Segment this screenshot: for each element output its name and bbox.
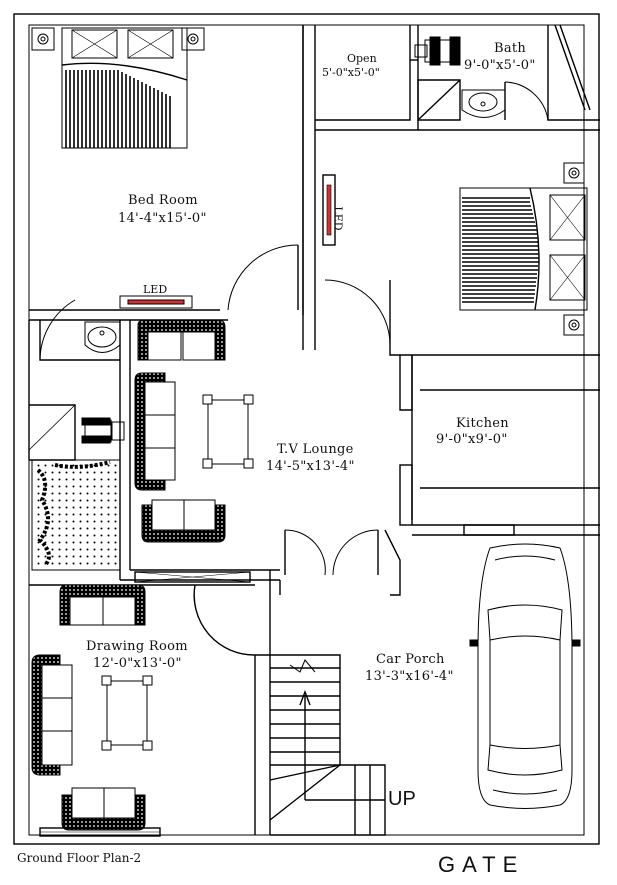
drawing-room-name: Drawing Room	[86, 639, 188, 654]
sofa-top-lounge	[137, 319, 226, 361]
gate-label: GATE	[438, 852, 525, 877]
tv-lounge-name: T.V Lounge	[277, 442, 354, 457]
staircase	[269, 654, 386, 836]
sofa-bottom-lounge	[141, 499, 226, 543]
led-tv-icon	[119, 295, 193, 309]
garden-area	[31, 459, 121, 571]
bed-icon	[31, 27, 205, 149]
sofa-left-drawing	[31, 654, 73, 776]
wash-basin-left-icon	[84, 321, 121, 353]
led-label-second: LED	[331, 206, 345, 231]
sofa-bottom-drawing	[61, 787, 146, 831]
bath-dims: 9'-0"x5'-0"	[464, 58, 536, 73]
bed-room-name: Bed Room	[128, 193, 198, 208]
toilet-icon	[414, 36, 461, 66]
open-name: Open	[347, 52, 377, 65]
plan-caption: Ground Floor Plan-2	[17, 851, 142, 865]
drawing-room-dims: 12'-0"x13'-0"	[93, 656, 182, 671]
coffee-table-drawing	[101, 675, 153, 751]
car-porch-name: Car Porch	[376, 652, 445, 667]
stair-up-label: UP	[388, 788, 416, 810]
led-label-bedroom: LED	[143, 283, 168, 296]
tv-lounge-dims: 14'-5"x13'-4"	[266, 459, 355, 474]
wash-basin-icon	[461, 89, 506, 118]
second-bed-icon	[459, 162, 588, 336]
kitchen-name: Kitchen	[456, 416, 509, 431]
bed-room-dims: 14'-4"x15'-0"	[118, 211, 207, 226]
coffee-table-lounge	[202, 394, 254, 469]
car-icon	[469, 543, 581, 809]
toilet-left-icon	[81, 417, 125, 444]
bath-name: Bath	[494, 41, 527, 56]
open-dims: 5'-0"x5'-0"	[322, 66, 380, 79]
car-porch-dims: 13'-3"x16'-4"	[365, 669, 454, 684]
outer-wall	[13, 13, 600, 845]
sofa-left-lounge	[134, 372, 176, 491]
kitchen-dims: 9'-0"x9'-0"	[436, 432, 508, 447]
sofa-top-drawing	[59, 584, 146, 626]
